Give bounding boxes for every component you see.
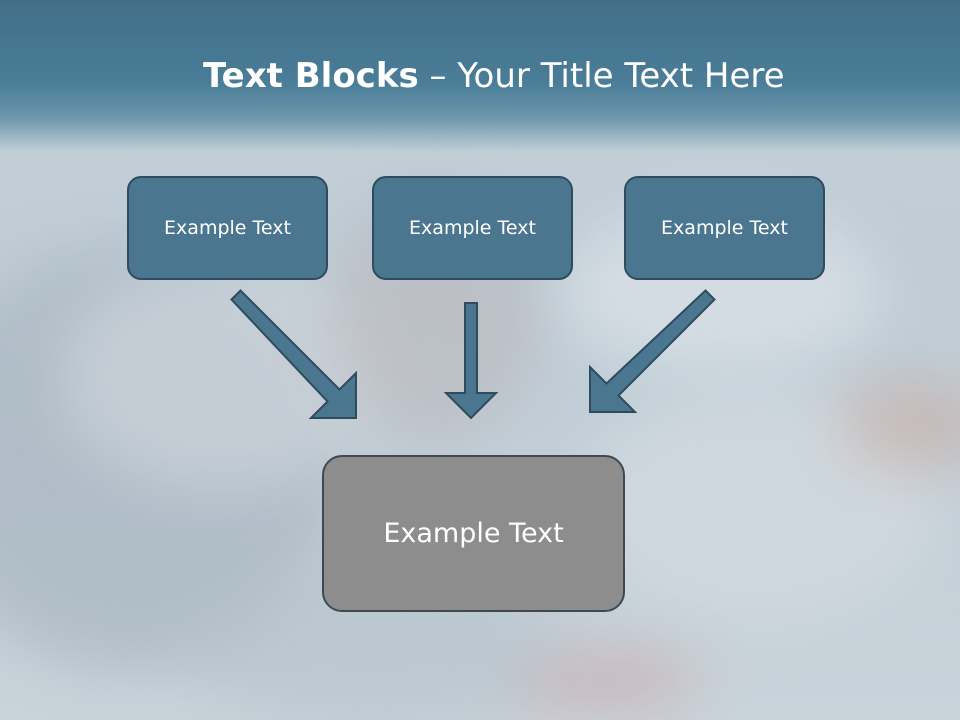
title-bold-part: Text Blocks	[203, 56, 419, 96]
arrow-down-left-icon	[589, 289, 716, 413]
slide-title: Text Blocks – Your Title Text Here	[203, 52, 903, 102]
text-block-2-label: Example Text	[409, 217, 536, 239]
text-block-1-label: Example Text	[164, 217, 291, 239]
text-block-3[interactable]: Example Text	[624, 176, 825, 280]
background-photo-shape	[580, 390, 940, 620]
text-block-2[interactable]: Example Text	[372, 176, 573, 280]
target-text-block[interactable]: Example Text	[322, 455, 625, 612]
text-block-3-label: Example Text	[661, 217, 788, 239]
text-block-1[interactable]: Example Text	[127, 176, 328, 280]
title-banner	[0, 0, 960, 152]
background-photo-shape	[840, 380, 960, 470]
arrow-down-icon	[443, 302, 499, 420]
target-text-block-label: Example Text	[383, 518, 564, 549]
arrow-down-right-icon	[230, 289, 357, 419]
title-regular-part: – Your Title Text Here	[418, 56, 785, 96]
